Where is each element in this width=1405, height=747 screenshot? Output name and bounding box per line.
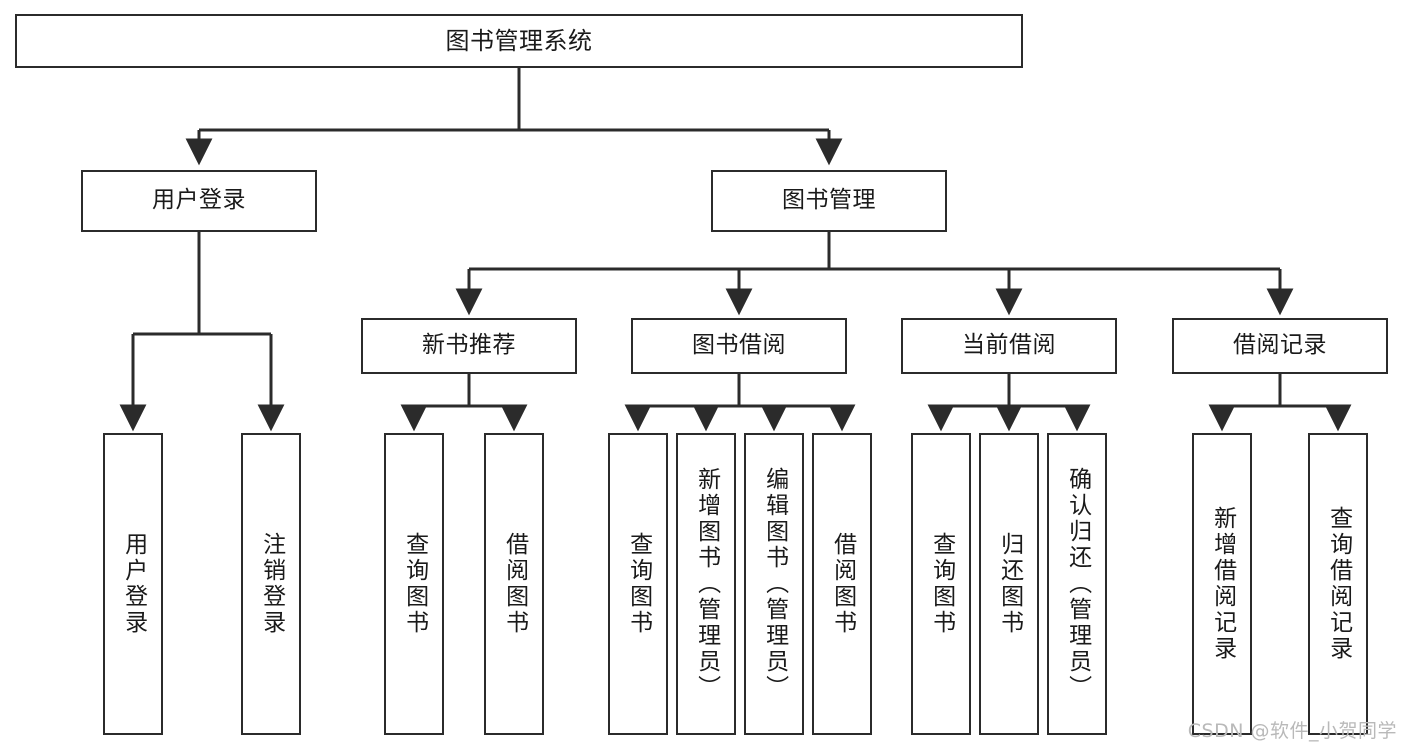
node-borrow-record-label: 借阅记录	[1233, 332, 1327, 359]
node-root[interactable]: 图书管理系统	[15, 14, 1023, 68]
node-leaf-query-record[interactable]: 查询借阅记录	[1308, 433, 1368, 735]
node-new-book-recommend[interactable]: 新书推荐	[361, 318, 577, 374]
node-leaf-borrow-book-2-label: 借阅图书	[829, 532, 856, 636]
node-leaf-borrow-book-1[interactable]: 借阅图书	[484, 433, 544, 735]
node-leaf-edit-book[interactable]: 编辑图书（管理员）	[744, 433, 804, 735]
node-book-borrow-label: 图书借阅	[692, 332, 786, 359]
node-leaf-query-book-2-label: 查询图书	[625, 532, 652, 636]
node-user-login-label: 用户登录	[152, 187, 246, 214]
node-leaf-query-book-3-label: 查询图书	[928, 532, 955, 636]
node-borrow-record[interactable]: 借阅记录	[1172, 318, 1388, 374]
node-leaf-borrow-book-1-label: 借阅图书	[501, 532, 528, 636]
node-leaf-query-book-3[interactable]: 查询图书	[911, 433, 971, 735]
node-leaf-add-book-label: 新增图书（管理员）	[693, 467, 720, 701]
node-leaf-query-book-2[interactable]: 查询图书	[608, 433, 668, 735]
node-current-borrow-label: 当前借阅	[962, 332, 1056, 359]
node-leaf-edit-book-label: 编辑图书（管理员）	[761, 467, 788, 701]
node-leaf-add-book[interactable]: 新增图书（管理员）	[676, 433, 736, 735]
node-leaf-confirm-return[interactable]: 确认归还（管理员）	[1047, 433, 1107, 735]
node-user-login[interactable]: 用户登录	[81, 170, 317, 232]
node-leaf-query-record-label: 查询借阅记录	[1325, 506, 1352, 662]
node-root-label: 图书管理系统	[445, 26, 593, 55]
node-leaf-return-book[interactable]: 归还图书	[979, 433, 1039, 735]
node-leaf-logout-login-label: 注销登录	[258, 532, 285, 636]
watermark-text: CSDN @软件_小贺同学	[1187, 720, 1397, 742]
node-leaf-return-book-label: 归还图书	[996, 532, 1023, 636]
node-new-book-recommend-label: 新书推荐	[422, 332, 516, 359]
node-leaf-logout-login[interactable]: 注销登录	[241, 433, 301, 735]
node-leaf-user-login-label: 用户登录	[120, 532, 147, 636]
node-leaf-add-record[interactable]: 新增借阅记录	[1192, 433, 1252, 735]
node-leaf-user-login[interactable]: 用户登录	[103, 433, 163, 735]
node-book-manage-label: 图书管理	[782, 187, 876, 214]
node-leaf-add-record-label: 新增借阅记录	[1209, 506, 1236, 662]
node-leaf-query-book-1[interactable]: 查询图书	[384, 433, 444, 735]
node-book-manage[interactable]: 图书管理	[711, 170, 947, 232]
node-leaf-confirm-return-label: 确认归还（管理员）	[1064, 467, 1091, 701]
node-current-borrow[interactable]: 当前借阅	[901, 318, 1117, 374]
node-leaf-query-book-1-label: 查询图书	[401, 532, 428, 636]
node-book-borrow[interactable]: 图书借阅	[631, 318, 847, 374]
node-leaf-borrow-book-2[interactable]: 借阅图书	[812, 433, 872, 735]
